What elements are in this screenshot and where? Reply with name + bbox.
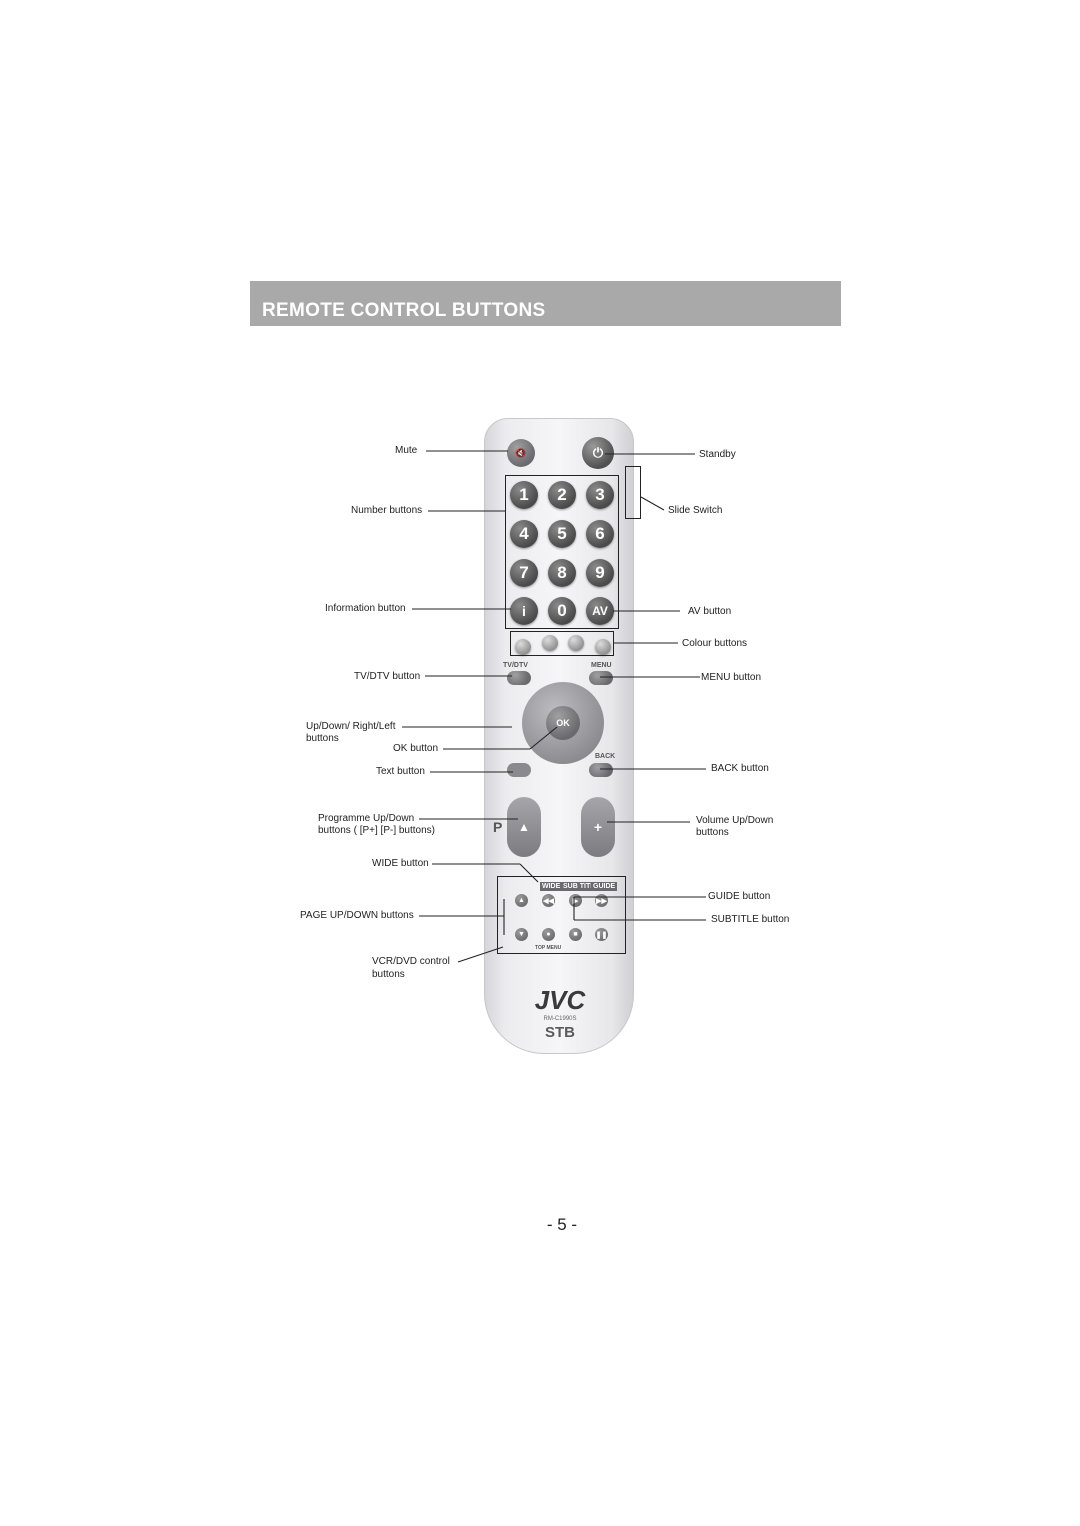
subtitle-key-label: SUB TITLE — [561, 882, 602, 891]
tv-dtv-key-label: TV/DTV — [503, 662, 528, 669]
number-buttons-box — [505, 475, 619, 629]
label-programme-up-down: Programme Up/Down — [318, 813, 415, 824]
back-key — [589, 763, 613, 777]
label-page-up-down-buttons: PAGE UP/DOWN buttons — [300, 910, 414, 921]
number-key-2: 2 — [548, 481, 576, 509]
label-programme-up-down-line2: buttons ( [P+] [P-] buttons) — [318, 825, 436, 836]
label-up-down-right-left: Up/Down/ Right/Left — [306, 721, 396, 732]
number-key-6: 6 — [586, 520, 614, 548]
number-key-0: 0 — [548, 597, 576, 625]
back-key-label: BACK — [595, 753, 616, 760]
vcr-dvd-buttons-box — [497, 876, 626, 954]
volume-rocker: + — [581, 797, 615, 857]
page-number: - 5 - — [546, 1215, 578, 1234]
colour-buttons-box — [510, 631, 614, 656]
menu-key — [589, 671, 613, 685]
label-text-button: Text button — [376, 766, 425, 777]
label-tv-dtv-button: TV/DTV button — [354, 671, 421, 682]
model-number: RM-C1990S — [543, 1016, 577, 1022]
label-number-buttons: Number buttons — [351, 505, 423, 516]
tv-dtv-key — [507, 671, 531, 685]
rewind-key: ◀◀ — [542, 894, 555, 907]
slide-switch-box — [625, 466, 641, 519]
number-key-9: 9 — [586, 559, 614, 587]
label-volume-up-down: Volume Up/Down — [696, 815, 774, 826]
number-key-3: 3 — [586, 481, 614, 509]
mute-key: 🔇 — [507, 439, 535, 467]
remote-control-illustration: 🔇 ⏻ 1 2 3 4 5 6 7 8 9 i 0 AV TV/DTV MENU… — [484, 418, 634, 1054]
label-volume-up-down-line2: buttons — [696, 827, 729, 838]
label-up-down-right-left-line2: buttons — [306, 733, 339, 744]
programme-rocker-label: P — [493, 819, 503, 835]
label-subtitle-button: SUBTITLE button — [711, 914, 790, 925]
label-mute: Mute — [395, 445, 418, 456]
standby-key: ⏻ — [582, 437, 614, 469]
label-guide-button: GUIDE button — [708, 891, 771, 902]
page-down-key: ▼ — [515, 928, 528, 941]
label-information-button: Information button — [325, 603, 406, 614]
page-up-key: ▲ — [515, 894, 528, 907]
wide-key-label: WIDE — [540, 882, 563, 891]
label-av-button: AV button — [688, 606, 732, 617]
label-slide-switch: Slide Switch — [668, 505, 723, 516]
label-wide-button: WIDE button — [372, 858, 429, 869]
number-key-8: 8 — [548, 559, 576, 587]
label-ok-button: OK button — [393, 743, 439, 754]
label-vcr-dvd-control-line2: buttons — [372, 969, 405, 980]
stop-key: ■ — [569, 928, 582, 941]
section-title-bar: REMOTE CONTROL BUTTONS — [250, 281, 841, 326]
label-vcr-dvd-control: VCR/DVD control — [372, 956, 450, 967]
label-colour-buttons: Colour buttons — [682, 638, 748, 649]
information-key: i — [510, 597, 538, 625]
record-key: ● — [542, 928, 555, 941]
pause-key: ❚❚ — [595, 928, 608, 941]
colour-key-yellow — [568, 635, 584, 651]
label-back-button: BACK button — [711, 763, 769, 774]
label-standby: Standby — [699, 449, 736, 460]
colour-key-red — [515, 639, 531, 655]
text-key — [507, 763, 531, 777]
number-key-4: 4 — [510, 520, 538, 548]
colour-key-blue — [595, 639, 611, 655]
colour-key-green — [542, 635, 558, 651]
label-menu-button: MENU button — [701, 672, 762, 683]
device-type: STB — [545, 1024, 575, 1041]
section-title: REMOTE CONTROL BUTTONS — [262, 300, 546, 321]
av-key: AV — [586, 597, 614, 625]
top-menu-label: TOP MENU — [535, 945, 562, 951]
number-key-1: 1 — [510, 481, 538, 509]
menu-key-label: MENU — [591, 662, 612, 669]
number-key-5: 5 — [548, 520, 576, 548]
brand-logo: JVC — [534, 985, 586, 1015]
guide-key-label: GUIDE — [591, 882, 618, 891]
ok-key: OK — [546, 706, 580, 740]
programme-rocker: ▲ — [507, 797, 541, 857]
navigation-ring: OK — [522, 682, 604, 764]
number-key-7: 7 — [510, 559, 538, 587]
